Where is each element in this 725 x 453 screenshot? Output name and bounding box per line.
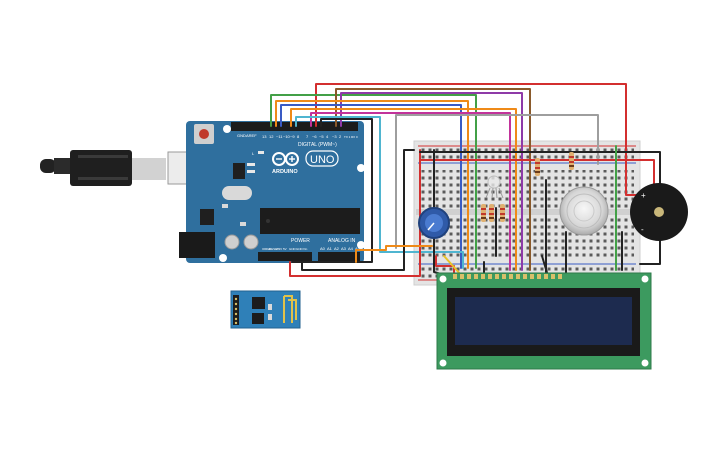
brand-label: ARDUINO: [272, 169, 298, 175]
esp-antenna: [283, 295, 297, 323]
analog-pin-label: A4: [348, 246, 354, 251]
potentiometer[interactable]: [418, 207, 450, 239]
resistor[interactable]: [500, 204, 505, 222]
rgb-led[interactable]: [485, 175, 504, 199]
power-pin-label: RESET: [269, 247, 279, 251]
power-pin-label: GND: [296, 247, 304, 251]
esp8266[interactable]: [230, 290, 301, 329]
digital-pin-label: 4: [326, 134, 329, 139]
buzzer-minus-label: -: [641, 225, 644, 234]
wire-black-gnd[interactable]: [291, 118, 373, 263]
lcd-screen: [455, 297, 632, 345]
analog-pin-label: A2: [334, 246, 340, 251]
wire-red-lcd[interactable]: [435, 255, 455, 277]
wire-cyan[interactable]: [295, 116, 464, 269]
digital-pin-label: 8: [297, 134, 300, 139]
resistor[interactable]: [489, 204, 494, 222]
digital-pin-label: ~9: [290, 134, 295, 139]
wire-gray[interactable]: [395, 114, 599, 249]
digital-pin-label: TX 1: [344, 135, 351, 139]
led-rx: [247, 170, 255, 173]
analog-pin-label: A1: [327, 246, 333, 251]
resistors: [481, 152, 574, 222]
power-pin-label: Vin: [303, 247, 308, 251]
rgb-led-body: [487, 175, 501, 189]
esp-pcb: [230, 290, 301, 329]
capacitor-2: [243, 234, 259, 250]
digital-pin-label: ~5: [319, 134, 324, 139]
analog-pin-label: A3: [341, 246, 347, 251]
resistor[interactable]: [535, 158, 540, 176]
wire-green[interactable]: [270, 94, 477, 269]
model-label: UNO: [310, 154, 335, 166]
power-pin-label: 5V: [283, 247, 287, 251]
analog-pin-label: A5: [355, 246, 361, 251]
usb-cable-end: [40, 159, 56, 173]
arduino-uno[interactable]: AREF GND DIGITAL (PWM~) 13 12 ~11 ~10 ~9…: [179, 121, 365, 263]
digital-pin-label: RX 0: [351, 135, 358, 139]
digital-pin-label: 13: [262, 134, 267, 139]
digital-pin-label: 2: [339, 134, 342, 139]
usb-chip: [233, 163, 245, 179]
silk-aref: AREF: [246, 133, 257, 138]
digital-pin-label: 12: [269, 134, 274, 139]
analog-label: ANALOG IN: [328, 238, 356, 244]
resistor[interactable]: [569, 152, 574, 170]
power-pin-labels: IOREF RESET 3.3V 5V GND GND Vin: [262, 247, 308, 251]
wire-red-top[interactable]: [315, 83, 641, 196]
center-channel: [416, 209, 638, 215]
dc-power-jack: [179, 232, 215, 258]
digital-pin-label: ~11: [276, 134, 283, 139]
gas-sensor-mesh: [566, 193, 602, 229]
analog-pin-label: A0: [320, 246, 326, 251]
wire-orange-mid[interactable]: [290, 108, 517, 271]
uno-badge: [305, 150, 339, 167]
wire-orange-top[interactable]: [275, 100, 469, 269]
wires: [270, 83, 661, 277]
digital-header: [231, 122, 358, 131]
crystal: [222, 186, 252, 200]
usb-plug-metal: [132, 158, 166, 180]
digital-pin-label: ~10: [283, 134, 291, 139]
esp-chip-2: [252, 313, 264, 324]
wire-black-rail[interactable]: [301, 149, 415, 271]
resistor[interactable]: [481, 204, 486, 222]
buzzer-center: [654, 207, 664, 217]
wire-orange-a5[interactable]: [355, 245, 433, 263]
digital-pin-label: 7: [306, 134, 309, 139]
silk-gnd: GND: [237, 133, 246, 138]
atmega-chip: [260, 208, 360, 234]
esp-chip-1: [252, 297, 265, 309]
digital-pin-label: ~6: [312, 134, 317, 139]
capacitor-1: [224, 234, 240, 250]
power-label: POWER: [291, 238, 310, 244]
arduino-logo: [272, 152, 299, 166]
wire-magenta[interactable]: [310, 112, 511, 271]
led-l-label: L: [252, 151, 255, 156]
led-tx: [247, 163, 255, 166]
power-pin-label: IOREF: [262, 247, 271, 251]
reset-button-cap[interactable]: [199, 129, 209, 139]
voltage-regulator: [200, 209, 214, 225]
analog-pin-labels: A0 A1 A2 A3 A4 A5: [320, 246, 361, 251]
power-header: [258, 252, 312, 261]
power-pin-label: 3.3V: [276, 247, 282, 251]
power-pin-label: GND: [289, 247, 297, 251]
analog-header: [318, 252, 360, 261]
piezo-buzzer[interactable]: + -: [630, 183, 688, 241]
buzzer-plus-label: +: [641, 191, 646, 200]
digital-pin-label: ~3: [332, 134, 337, 139]
silk-digital-label: DIGITAL (PWM~): [298, 142, 337, 148]
led-l: [258, 151, 264, 154]
lcd-pins: [453, 274, 562, 279]
digital-pin-labels: 13 12 ~11 ~10 ~9 8 7 ~6 ~5 4 ~3 2 TX 1 R…: [262, 134, 358, 139]
gas-sensor[interactable]: [559, 186, 609, 236]
usb-cable-strain: [54, 158, 72, 174]
wire-red-5v[interactable]: [289, 149, 421, 277]
lcd-16x2[interactable]: [436, 272, 652, 370]
wire-brown[interactable]: [335, 88, 531, 271]
wire-blue[interactable]: [280, 104, 462, 269]
